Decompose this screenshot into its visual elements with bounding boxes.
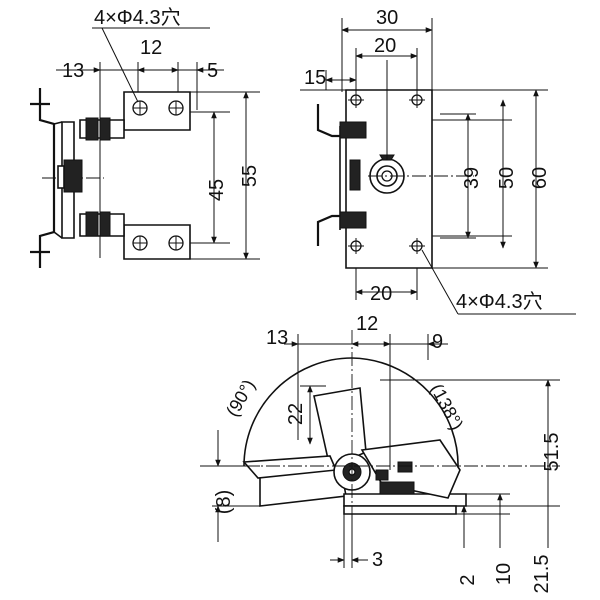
front-top-flange [123, 91, 191, 131]
side-hole-note: 4×Φ4.3穴 [456, 290, 543, 313]
front-dim-13: 13 [62, 60, 84, 82]
section-dim-22: 22 [285, 403, 307, 425]
section-dim-51-5: 51.5 [541, 433, 563, 472]
side-dim-20-bottom: 20 [370, 283, 392, 305]
section-dim-3: 3 [372, 549, 383, 571]
side-dim-60: 60 [529, 167, 551, 189]
side-dim-15: 15 [304, 67, 326, 89]
front-bottom-flange [123, 224, 191, 260]
section-dim-21-5: 21.5 [531, 555, 553, 594]
section-angle-138: (138°) [426, 380, 467, 433]
side-dim-39: 39 [461, 167, 483, 189]
front-hole-note: 4×Φ4.3穴 [94, 6, 181, 29]
side-view: 30 20 15 39 50 60 20 4×Φ4.3穴 [300, 7, 576, 315]
section-angle-90: (90°) [222, 376, 259, 420]
front-dim-12: 12 [140, 37, 162, 59]
front-view: 45 55 13 12 5 4×Φ4.3穴 [30, 6, 261, 268]
front-dim-5: 5 [207, 60, 218, 82]
section-view: 13 12 9 (90°) (138°) 22 (8) 51.5 2 10 21… [200, 313, 563, 593]
front-dim-55: 55 [239, 165, 261, 187]
section-dim-9: 9 [432, 331, 443, 353]
section-dim-13: 13 [266, 327, 288, 349]
front-dim-45: 45 [206, 179, 228, 201]
section-dim-12: 12 [356, 313, 378, 335]
section-dim-8: (8) [213, 490, 235, 514]
side-dim-30: 30 [376, 7, 398, 29]
section-dim-10: 10 [493, 563, 515, 585]
side-dim-50: 50 [496, 167, 518, 189]
section-dim-2: 2 [457, 574, 479, 585]
side-dim-20-top: 20 [374, 35, 396, 57]
